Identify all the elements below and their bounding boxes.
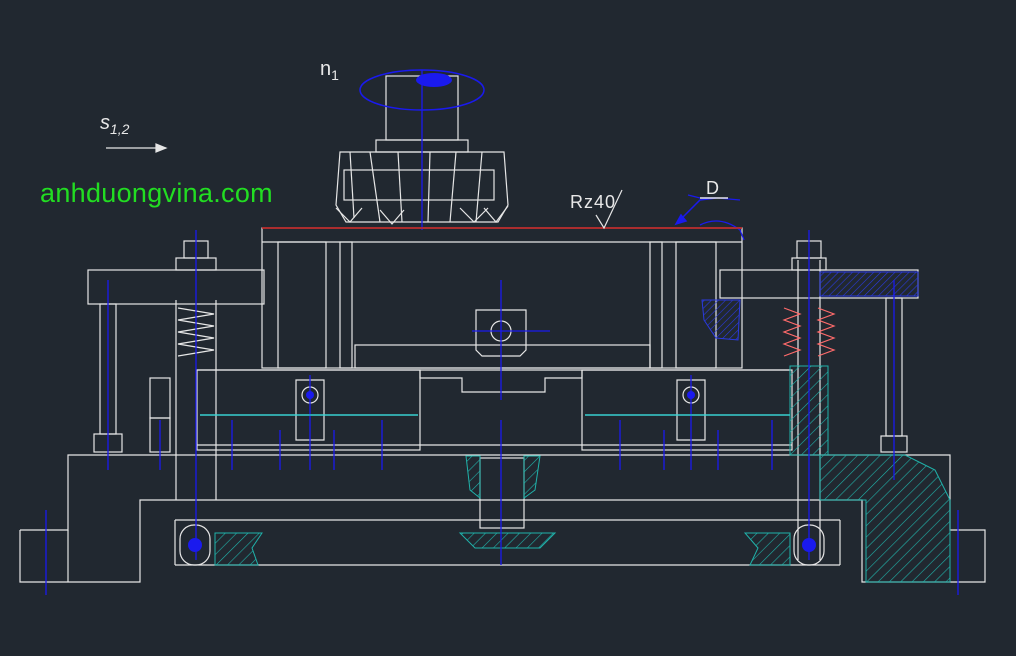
base-plate [19, 454, 986, 583]
feed-label: s1,2 [100, 112, 129, 137]
cutter-head [335, 75, 509, 225]
roughness-symbol [595, 189, 623, 230]
rotation-label: n1 [320, 58, 339, 83]
workpiece [261, 227, 743, 369]
detail-label: D [706, 178, 719, 198]
rotation-indicator [359, 69, 485, 111]
feed-arrow [106, 143, 168, 153]
rotation-symbol: n [320, 58, 332, 80]
feed-symbol: s [100, 112, 110, 134]
fixture-body [196, 369, 793, 451]
watermark-text: anhduongvina.com [40, 178, 273, 208]
pins [188, 391, 816, 552]
springs [177, 307, 836, 357]
roughness-label: Rz40 [570, 192, 617, 212]
detail-leader [674, 197, 728, 226]
rotation-subscript: 1 [331, 67, 339, 83]
centerlines [45, 70, 959, 595]
feed-subscript: 1,2 [110, 121, 130, 137]
